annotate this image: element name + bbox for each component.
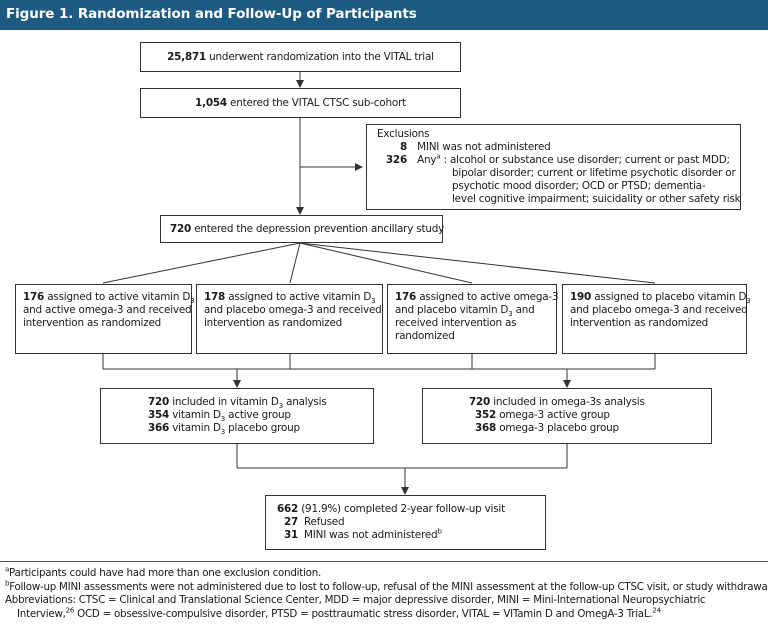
vitd-placebo-count: 366 xyxy=(148,422,170,434)
footnote-b: bFollow-up MINI assessments were not adm… xyxy=(5,579,768,595)
fan-line-arm4 xyxy=(299,242,656,284)
abbr-line2-ref1: 26 xyxy=(65,606,75,615)
exclusions-heading: Exclusions xyxy=(377,128,430,140)
vitd-analysis-box: 720 included in vitamin D3 analysis 354 … xyxy=(100,388,374,444)
ancillary-box: 720 entered the depression prevention an… xyxy=(160,215,445,243)
footnote-a-text: Participants could have had more than on… xyxy=(9,567,322,579)
vitd-placebo-rest: placebo group xyxy=(225,422,300,434)
fan-line-arm2 xyxy=(289,242,301,284)
arm-3-line1: assigned to active omega-3 xyxy=(416,291,559,303)
randomization-text: underwent randomization into the VITAL t… xyxy=(206,51,434,63)
followup-mini-text: MINI was not administered xyxy=(304,529,438,541)
arm-box-1: 176 assigned to active vitamin D3 and ac… xyxy=(15,284,195,354)
subcohort-count: 1,054 xyxy=(195,97,227,109)
figure-header: Figure 1. Randomization and Follow-Up of… xyxy=(0,0,768,30)
exclusion-mini-text: MINI was not administered xyxy=(417,141,551,153)
ancillary-text: entered the depression prevention ancill… xyxy=(191,223,445,235)
footnote-a-marker: a xyxy=(5,565,10,574)
arm-4-line1: assigned to placebo vitamin D xyxy=(591,291,747,303)
arm-2-line1: assigned to active vitamin D xyxy=(225,291,372,303)
followup-box: 662 (91.9%) completed 2-year follow-up v… xyxy=(265,495,546,550)
arm-1-count: 176 xyxy=(23,291,45,303)
arm-2-line3: intervention as randomized xyxy=(204,317,343,329)
arm-3-line4: randomized xyxy=(395,330,455,342)
arm-3-line2-sub: 3 xyxy=(508,310,513,319)
arm-3-line2: and placebo vitamin D xyxy=(395,304,509,316)
footnote-divider xyxy=(0,561,768,562)
arm-4-line2: and placebo omega-3 and received xyxy=(570,304,748,316)
figure-title: Figure 1. Randomization and Follow-Up of… xyxy=(6,6,417,22)
subcohort-box: 1,054 entered the VITAL CTSC sub-cohort xyxy=(140,88,461,118)
exclusion-row-any: 326 Anya : alcohol or substance use diso… xyxy=(377,152,736,167)
arm-1-line3: intervention as randomized xyxy=(23,317,162,329)
arm-1-line1: assigned to active vitamin D xyxy=(44,291,191,303)
footnote-b-marker: b xyxy=(5,579,10,588)
abbr-line2-a: Interview, xyxy=(17,607,66,620)
exclusion-any-line2: bipolar disorder; current or lifetime ps… xyxy=(452,167,736,179)
exclusion-any-label: Any xyxy=(417,154,437,166)
flow-connectors xyxy=(102,72,656,495)
arm-2-line2: and placebo omega-3 and received xyxy=(204,304,382,316)
arm-box-4: 190 assigned to placebo vitamin D3 and p… xyxy=(562,284,751,354)
arm-1-line2: and active omega-3 and received xyxy=(23,304,192,316)
vitd-placebo-text: vitamin D xyxy=(169,422,221,434)
exclusions-box: Exclusions 8 MINI was not administered 3… xyxy=(366,124,741,210)
fan-line-arm1 xyxy=(102,242,301,284)
ancillary-count: 720 xyxy=(170,223,192,235)
vitd-active-rest: active group xyxy=(225,409,291,421)
abbr-line2-ref2: 24 xyxy=(652,606,661,615)
abbreviations-line1: Abbreviations: CTSC = Clinical and Trans… xyxy=(5,594,706,606)
abbreviations-line2: Interview,26 OCD = obsessive-compulsive … xyxy=(5,606,767,622)
omega-active-text: omega-3 active group xyxy=(496,409,610,421)
arm-box-2: 178 assigned to active vitamin D3 and pl… xyxy=(196,284,383,354)
omega-included-count: 720 xyxy=(469,396,491,408)
vitd-active-text: vitamin D xyxy=(169,409,221,421)
omega-active-count: 352 xyxy=(475,409,497,421)
arm-3-count: 176 xyxy=(395,291,417,303)
followup-refused-count: 27 xyxy=(283,516,298,528)
exclusion-mini-count: 8 xyxy=(399,141,407,153)
omega-included-text: included in omega-3s analysis xyxy=(490,396,645,408)
vitd-included-text: included in vitamin D xyxy=(169,396,279,408)
vitd-active-count: 354 xyxy=(148,409,170,421)
subcohort-text: entered the VITAL CTSC sub-cohort xyxy=(226,97,406,109)
abbr-line2-b: OCD = obsessive-compulsive disorder, PTS… xyxy=(74,607,653,620)
arm-2-line1-sub: 3 xyxy=(371,297,376,306)
fan-line-arm3 xyxy=(299,242,473,284)
omega-placebo-count: 368 xyxy=(475,422,497,434)
vitd-placebo-sub: 3 xyxy=(220,428,226,437)
omega-analysis-box: 720 included in omega-3s analysis 352 om… xyxy=(422,388,712,444)
followup-mini-sup: b xyxy=(437,527,442,536)
arm-4-line3: intervention as randomized xyxy=(570,317,709,329)
exclusion-any-line4: level cognitive impairment; suicidality … xyxy=(452,193,741,205)
followup-completed-text: (91.9%) completed 2-year follow-up visit xyxy=(298,503,505,515)
footnotes: aParticipants could have had more than o… xyxy=(5,565,768,622)
omega-placebo-text: omega-3 placebo group xyxy=(496,422,619,434)
vitd-included-count: 720 xyxy=(148,396,170,408)
vitd-included-sub: 3 xyxy=(278,402,283,411)
vitd-included-rest: analysis xyxy=(282,396,327,408)
exclusion-row-mini: 8 MINI was not administered xyxy=(377,141,736,154)
exclusion-any-line3: psychotic mood disorder; OCD or PTSD; de… xyxy=(452,180,706,192)
footnote-b-text: Follow-up MINI assessments were not admi… xyxy=(9,580,768,593)
arm-1-line1-sub: 3 xyxy=(190,297,195,306)
exclusion-any-sup: a xyxy=(436,152,441,161)
arm-2-count: 178 xyxy=(204,291,226,303)
arm-3-line3: received intervention as xyxy=(395,317,517,329)
arm-3-line2-rest: and xyxy=(512,304,535,316)
randomization-count: 25,871 xyxy=(167,51,207,63)
arm-box-3: 176 assigned to active omega-3 and place… xyxy=(387,284,559,354)
vitd-active-sub: 3 xyxy=(220,415,226,424)
footnote-a: aParticipants could have had more than o… xyxy=(5,565,767,581)
followup-refused-text: Refused xyxy=(304,516,345,528)
exclusion-any-line1: : alcohol or substance use disorder; cur… xyxy=(443,154,730,166)
arm-4-line1-sub: 3 xyxy=(746,297,751,306)
randomization-box: 25,871 underwent randomization into the … xyxy=(140,42,461,72)
followup-completed-count: 662 xyxy=(277,503,299,515)
exclusion-any-count: 326 xyxy=(385,154,407,166)
followup-mini-count: 31 xyxy=(283,529,298,541)
arm-4-count: 190 xyxy=(570,291,592,303)
